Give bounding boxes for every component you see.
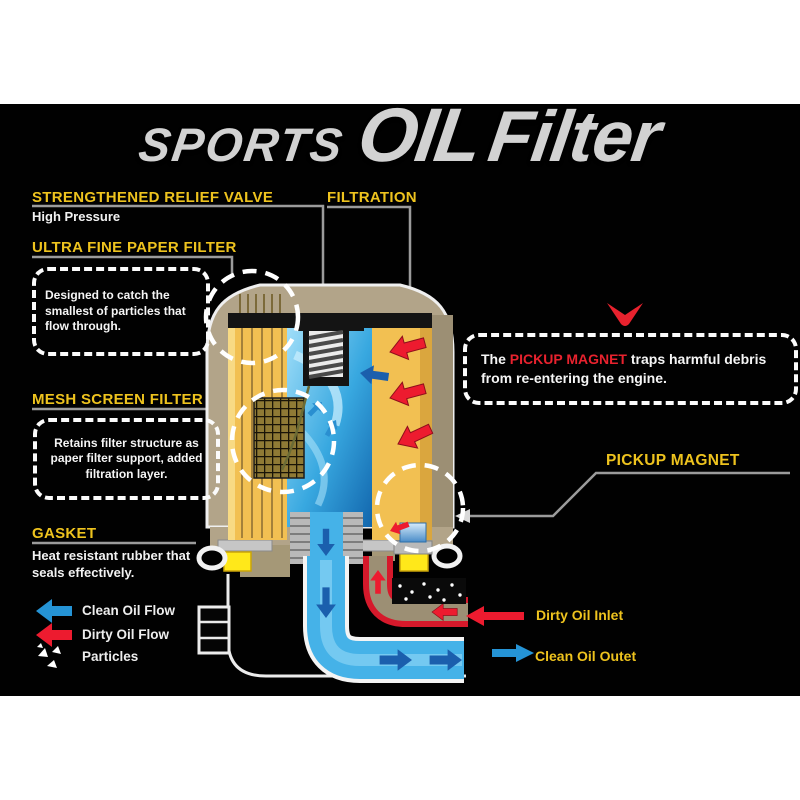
label-dirty-oil-inlet: Dirty Oil Inlet (536, 607, 624, 623)
gasket-left (223, 551, 252, 572)
relief-valve-spring (303, 322, 349, 386)
label-relief-valve: STRENGTHENED RELIEF VALVE (32, 189, 274, 206)
label-filtration: FILTRATION (327, 189, 417, 206)
particles-icon (37, 643, 61, 668)
dirty-inlet-pointer-arrow (466, 606, 524, 626)
mesh-screen (253, 397, 305, 479)
paper-filter-note-box: Designed to catch the smallest of partic… (32, 267, 210, 356)
label-clean-oil-outlet: Clean Oil Outet (535, 648, 637, 664)
legend-dirty-oil-flow: Dirty Oil Flow (82, 627, 170, 642)
magnet-note-suffix: traps harmful debris from re-entering th… (481, 350, 767, 386)
engine-block-and-pipes (197, 556, 534, 683)
label-gasket-sub: Heat resistant rubber that seals effecti… (32, 548, 191, 580)
down-chevron-icon (607, 303, 643, 326)
legend-particles: Particles (82, 649, 139, 664)
label-gasket: GASKET (32, 525, 97, 542)
label-relief-valve-sub: High Pressure (32, 209, 121, 224)
label-pickup-magnet: PICKUP MAGNET (606, 452, 740, 469)
clean-oil-flow-icon (36, 599, 72, 623)
legend-clean-oil-flow: Clean Oil Flow (82, 603, 176, 618)
label-mesh-filter: MESH SCREEN FILTER (32, 391, 203, 408)
magnet-note-prefix: The (481, 350, 510, 367)
magnet-highlight-circle (374, 462, 466, 554)
paper-filter-note: Designed to catch the smallest of partic… (45, 288, 186, 334)
clean-oil-pipe (303, 556, 464, 683)
debris-particles (392, 578, 466, 604)
legend-icons (36, 599, 72, 668)
label-paper-filter: ULTRA FINE PAPER FILTER (32, 239, 237, 256)
gasket-right (399, 552, 429, 572)
mesh-filter-note: Retains filter structure as paper filter… (50, 435, 203, 481)
dirty-oil-flow-icon (36, 623, 72, 647)
filter-base (196, 512, 463, 572)
hex-fitting (197, 605, 231, 655)
magnet-note: The PICKUP MAGNET traps harmful debris f… (467, 342, 794, 397)
pickup-magnet (387, 518, 433, 555)
clean-outlet-pointer-arrow (492, 644, 534, 662)
title-sports: SPORTS (135, 118, 348, 171)
magnet-note-box: The PICKUP MAGNET traps harmful debris f… (463, 333, 798, 405)
magnet-note-highlight: PICKUP MAGNET (509, 350, 627, 367)
leader-lines (32, 204, 790, 545)
title-oil: OIL (352, 93, 486, 178)
filter-internals (228, 294, 437, 540)
dirty-oil-pipe (363, 556, 468, 627)
page-title: SPORTS OIL Filter (0, 93, 800, 178)
mesh-filter-note-box: Retains filter structure as paper filter… (33, 418, 220, 500)
title-filter: Filter (483, 97, 666, 177)
mesh-filter-highlight-circle (229, 387, 337, 495)
